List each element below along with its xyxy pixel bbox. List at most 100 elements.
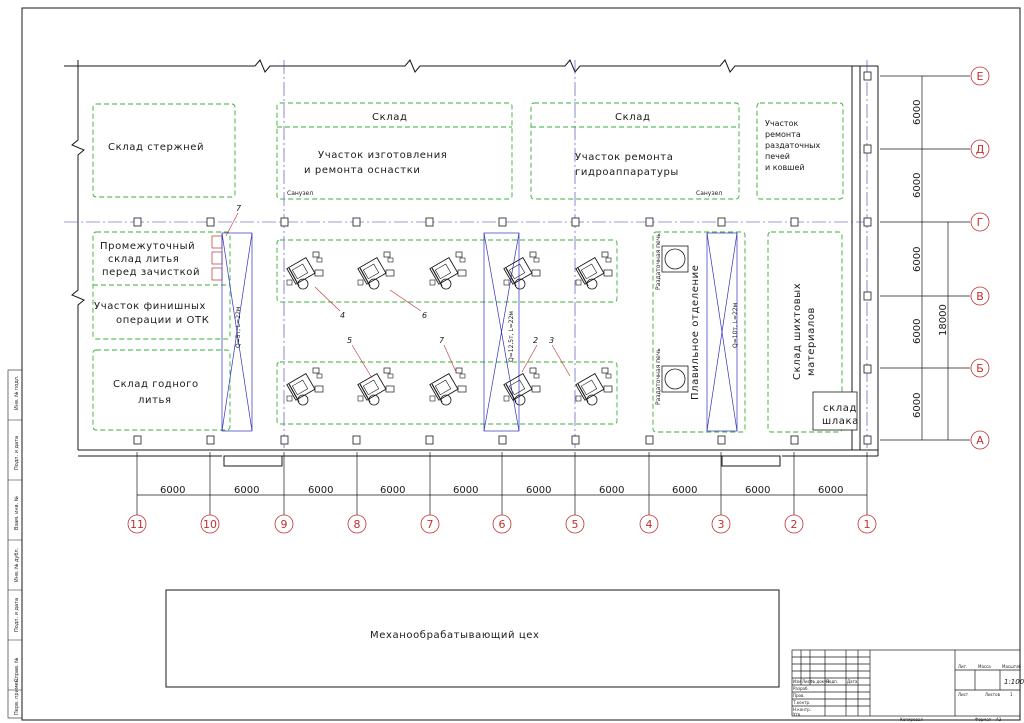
label-finish-1: Участок финишных <box>94 301 206 312</box>
furnaces <box>661 245 689 393</box>
label-godnoe-2: литья <box>138 395 172 406</box>
title-block-col: Лист <box>802 679 813 684</box>
callout-number: 6 <box>422 311 427 320</box>
label-remont-pechey-3: раздаточных <box>765 141 820 150</box>
axis-label-column: 5 <box>572 518 579 531</box>
axis-label-row: Г <box>977 216 984 229</box>
zones <box>92 102 844 433</box>
molding-machine <box>357 251 395 290</box>
title-block-row: Н.контр. <box>793 707 811 712</box>
axis-label-column: 9 <box>281 518 288 531</box>
zone-molding-row-bottom <box>276 361 618 425</box>
label-razd-pech-bottom: Раздаточная печь <box>655 348 662 405</box>
dimension-label: 6000 <box>599 485 624 496</box>
label-shlak-2: шлака <box>822 416 859 427</box>
title-block-col: Изм <box>793 679 801 684</box>
label-sklad-2: Склад <box>615 112 650 123</box>
title-block-listov: Листов <box>985 692 1001 697</box>
title-block-massa: Масса <box>978 664 991 669</box>
dimension-label: 6000 <box>912 173 923 198</box>
label-shlak-1: склад <box>823 403 857 414</box>
dimension-total-label: 18000 <box>938 304 949 336</box>
label-plavilnoe: Плавильное отделение <box>690 265 701 400</box>
callout-leaders <box>225 212 571 379</box>
title-block-row: Утв. <box>793 712 801 717</box>
axis-label-row: Д <box>976 143 985 156</box>
axis-label-column: 7 <box>427 518 434 531</box>
axis-label-row: В <box>976 290 984 303</box>
callout-number: 7 <box>439 336 445 345</box>
molding-machine <box>503 251 541 290</box>
title-block-lit: Лит. <box>958 664 967 669</box>
callout-number: 7 <box>236 204 242 213</box>
molding-machine <box>429 251 467 290</box>
label-promezh-3: перед зачисткой <box>102 267 200 278</box>
axis-label-column: 8 <box>354 518 361 531</box>
zone-sklad-sterzhney <box>92 103 236 198</box>
dimension-label: 6000 <box>745 485 770 496</box>
row-axis-bubbles <box>970 66 990 450</box>
side-stamp-label: Взам. инв. № <box>14 495 20 530</box>
axis-label-row: Б <box>976 362 984 375</box>
label-shikhta-2: материалов <box>806 307 817 376</box>
label-razd-pech-top: Раздаточная печь <box>655 233 662 290</box>
axis-label-column: 11 <box>130 518 144 531</box>
molding-machines <box>286 251 613 406</box>
title-block-col: № докум. <box>811 679 831 684</box>
label-mekhano: Механообрабатывающий цех <box>370 630 540 641</box>
dimension-label: 6000 <box>672 485 697 496</box>
molding-machine <box>357 367 395 406</box>
label-crane-b: Q=12,5т, L=22м <box>508 311 515 362</box>
side-stamp-label: Подп. и дата <box>14 598 20 632</box>
callout-number: 2 <box>533 336 538 345</box>
label-crane-a: Q=5т, L=22м <box>235 307 242 348</box>
zone-sklad-godnoe <box>92 349 231 431</box>
label-crane-c: Q=10т, L=22м <box>732 303 739 348</box>
label-sanuzel-1: Санузел <box>287 190 313 197</box>
label-gidro-2: гидроаппаратуры <box>575 167 679 178</box>
zone-plavilnoe <box>652 231 746 433</box>
label-finish-2: операции и ОТК <box>116 315 209 326</box>
axis-label-column: 6 <box>499 518 506 531</box>
title-block-row: Разраб. <box>793 686 809 691</box>
side-stamp <box>8 419 22 691</box>
dimension-line-bottom <box>136 452 868 515</box>
dimension-label: 6000 <box>912 393 923 418</box>
column-axis-bubbles <box>127 514 877 534</box>
zone-molding-row-top <box>276 239 618 303</box>
label-remont-pechey-2: ремонта <box>765 130 801 139</box>
callout-number: 4 <box>340 311 345 320</box>
label-promezh-1: Промежуточный <box>100 241 195 252</box>
molding-machine <box>575 251 613 290</box>
title-block-col: Дата <box>847 679 858 684</box>
title-block <box>791 649 1021 717</box>
title-block-listov-value: 1 <box>1010 692 1013 697</box>
axis-label-column: 2 <box>791 518 798 531</box>
label-godnoe-1: Склад годного <box>113 379 199 390</box>
dimension-label: 6000 <box>526 485 551 496</box>
label-osnastka-2: и ремонта оснастки <box>304 165 420 176</box>
side-stamp-label: Справ. № <box>14 657 20 682</box>
title-block-kopiroval: Копировал <box>900 717 923 722</box>
building-walls <box>64 59 879 467</box>
title-block-format-value: A3 <box>996 717 1002 722</box>
molding-machine <box>575 367 613 406</box>
dimension-label: 6000 <box>380 485 405 496</box>
label-sklad-1: Склад <box>372 112 407 123</box>
axis-label-column: 10 <box>203 518 217 531</box>
dimension-label: 6000 <box>912 247 923 272</box>
title-block-format: Формат <box>975 717 992 722</box>
dimension-label: 6000 <box>912 319 923 344</box>
dimension-label: 6000 <box>818 485 843 496</box>
side-stamp-frame <box>7 369 23 719</box>
zone-sklad-shikhta <box>767 231 843 433</box>
zone-sklad-shlaka <box>812 391 858 431</box>
side-stamp-label: Инв. № дубл. <box>14 547 20 582</box>
axis-label-column: 4 <box>646 518 653 531</box>
label-gidro-1: Участок ремонта <box>575 152 673 163</box>
dimension-line-right <box>880 75 970 441</box>
sheet-frame <box>21 7 1021 721</box>
molding-machine <box>286 367 324 406</box>
title-block-masshtab: Масштаб <box>1002 664 1022 669</box>
